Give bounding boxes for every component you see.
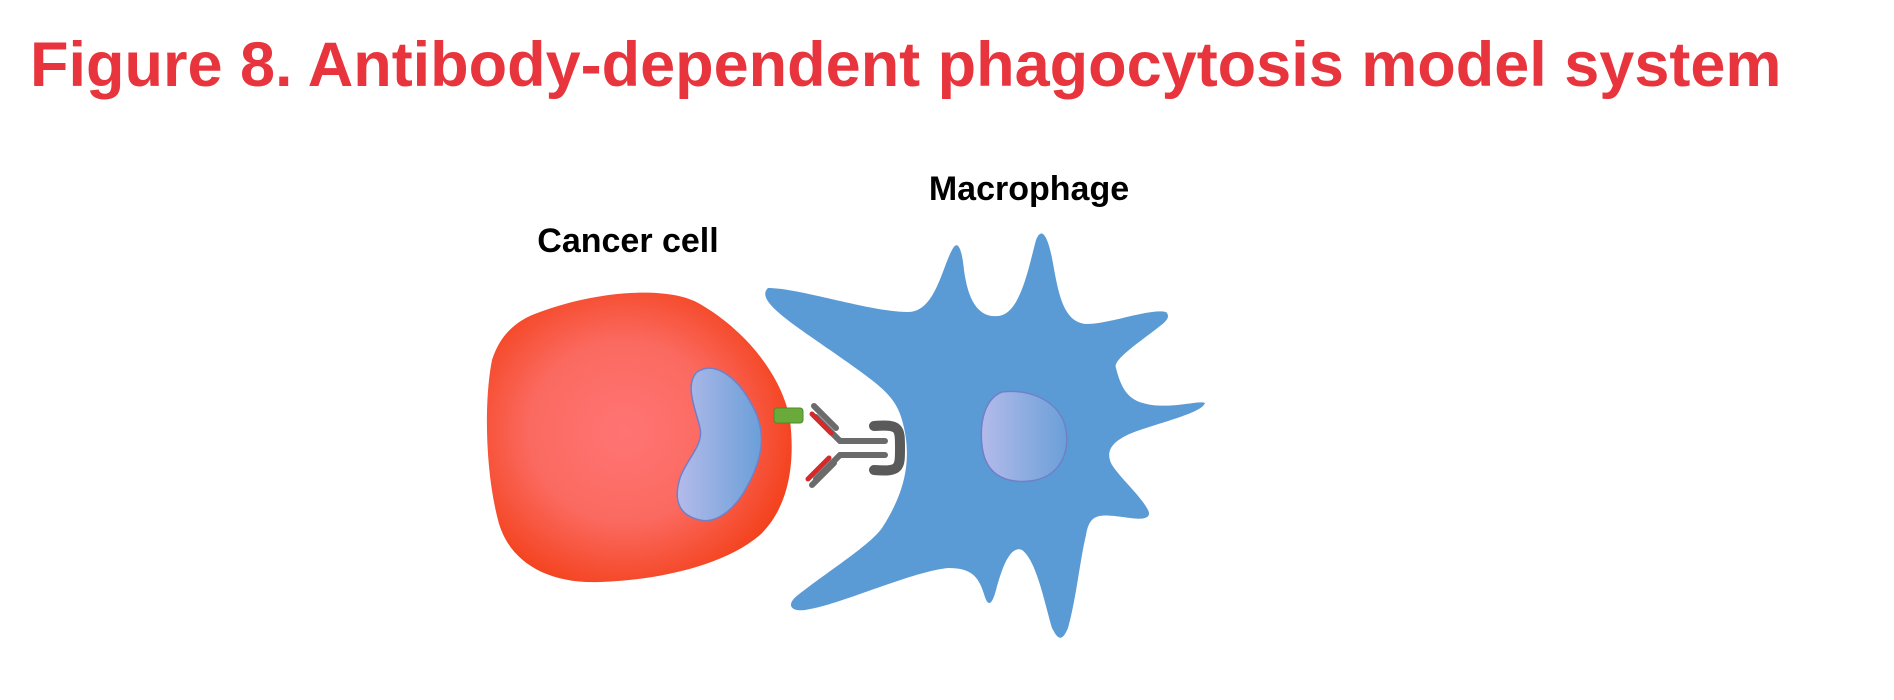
antibody-icon: [805, 403, 888, 488]
cancer-cell-label: Cancer cell: [537, 222, 718, 260]
macrophage-label: Macrophage: [929, 170, 1129, 208]
fc-receptor-icon: [869, 420, 906, 476]
cancer-cell-nucleus: [676, 367, 762, 522]
macrophage-nucleus: [980, 390, 1068, 483]
figure-title: Figure 8. Antibody-dependent phagocytosi…: [30, 30, 1782, 100]
antigen-marker: [773, 407, 804, 424]
